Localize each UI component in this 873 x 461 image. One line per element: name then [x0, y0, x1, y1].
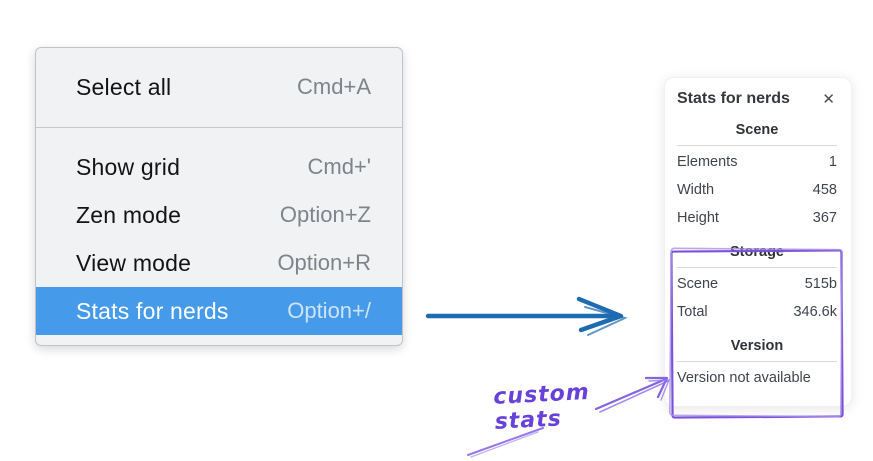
stats-panel-title: Stats for nerds [677, 90, 790, 107]
stat-row-scene-size: Scene 515b [677, 270, 837, 298]
menu-item-view-mode[interactable]: View mode Option+R [36, 239, 402, 287]
version-note: Version not available [677, 370, 811, 386]
scene-section: Scene Elements 1 Width 458 Height 367 [677, 122, 837, 232]
blue-right-arrow [425, 296, 628, 336]
close-icon[interactable]: ✕ [822, 90, 835, 108]
version-section: Version Version not available [677, 338, 837, 392]
stats-panel-header: Stats for nerds ✕ [677, 90, 837, 108]
stat-label: Total [677, 304, 708, 320]
stat-value: 1 [828, 154, 837, 170]
section-divider [677, 145, 837, 146]
stats-panel: Stats for nerds ✕ Scene Elements 1 Width… [664, 77, 852, 407]
storage-section: Storage Scene 515b Total 346.6k [677, 244, 837, 326]
menu-item-shortcut: Option+Z [279, 202, 371, 227]
annotation-underline-stroke [467, 427, 544, 458]
scene-heading: Scene [735, 122, 779, 138]
stat-value: 458 [812, 182, 837, 198]
storage-heading: Storage [730, 244, 784, 260]
stat-label: Elements [677, 154, 738, 170]
stat-row-width: Width 458 [677, 176, 837, 204]
menu-item-shortcut: Cmd+A [297, 74, 371, 99]
menu-item-label: Show grid [76, 153, 181, 180]
menu-item-label: Select all [76, 73, 172, 100]
menu-item-stats-for-nerds[interactable]: Stats for nerds Option+/ [36, 287, 402, 335]
menu-item-shortcut: Option+R [277, 250, 371, 275]
stat-value: 515b [804, 276, 837, 292]
stat-label: Scene [677, 276, 719, 292]
menu-item-label: View mode [76, 249, 192, 276]
stat-row-total-size: Total 346.6k [677, 298, 837, 326]
annotation-arrow [594, 376, 670, 413]
stat-row-elements: Elements 1 [677, 148, 837, 176]
context-menu: Select all Cmd+A Show grid Cmd+' Zen mod… [35, 47, 403, 346]
stat-value: 346.6k [793, 304, 837, 320]
stat-label: Width [677, 182, 715, 198]
stat-label: Height [677, 210, 719, 226]
menu-item-shortcut: Option+/ [287, 298, 371, 323]
section-divider [677, 361, 837, 362]
menu-item-show-grid[interactable]: Show grid Cmd+' [36, 143, 402, 191]
version-heading: Version [730, 338, 784, 354]
menu-divider [36, 127, 402, 128]
menu-item-select-all[interactable]: Select all Cmd+A [36, 63, 402, 111]
menu-item-zen-mode[interactable]: Zen mode Option+Z [36, 191, 402, 239]
stat-value: 367 [812, 210, 837, 226]
menu-item-label: Zen mode [76, 201, 182, 228]
stat-row-height: Height 367 [677, 204, 837, 232]
menu-item-shortcut: Cmd+' [307, 154, 372, 179]
section-divider [677, 267, 837, 268]
menu-item-label: Stats for nerds [76, 297, 229, 324]
